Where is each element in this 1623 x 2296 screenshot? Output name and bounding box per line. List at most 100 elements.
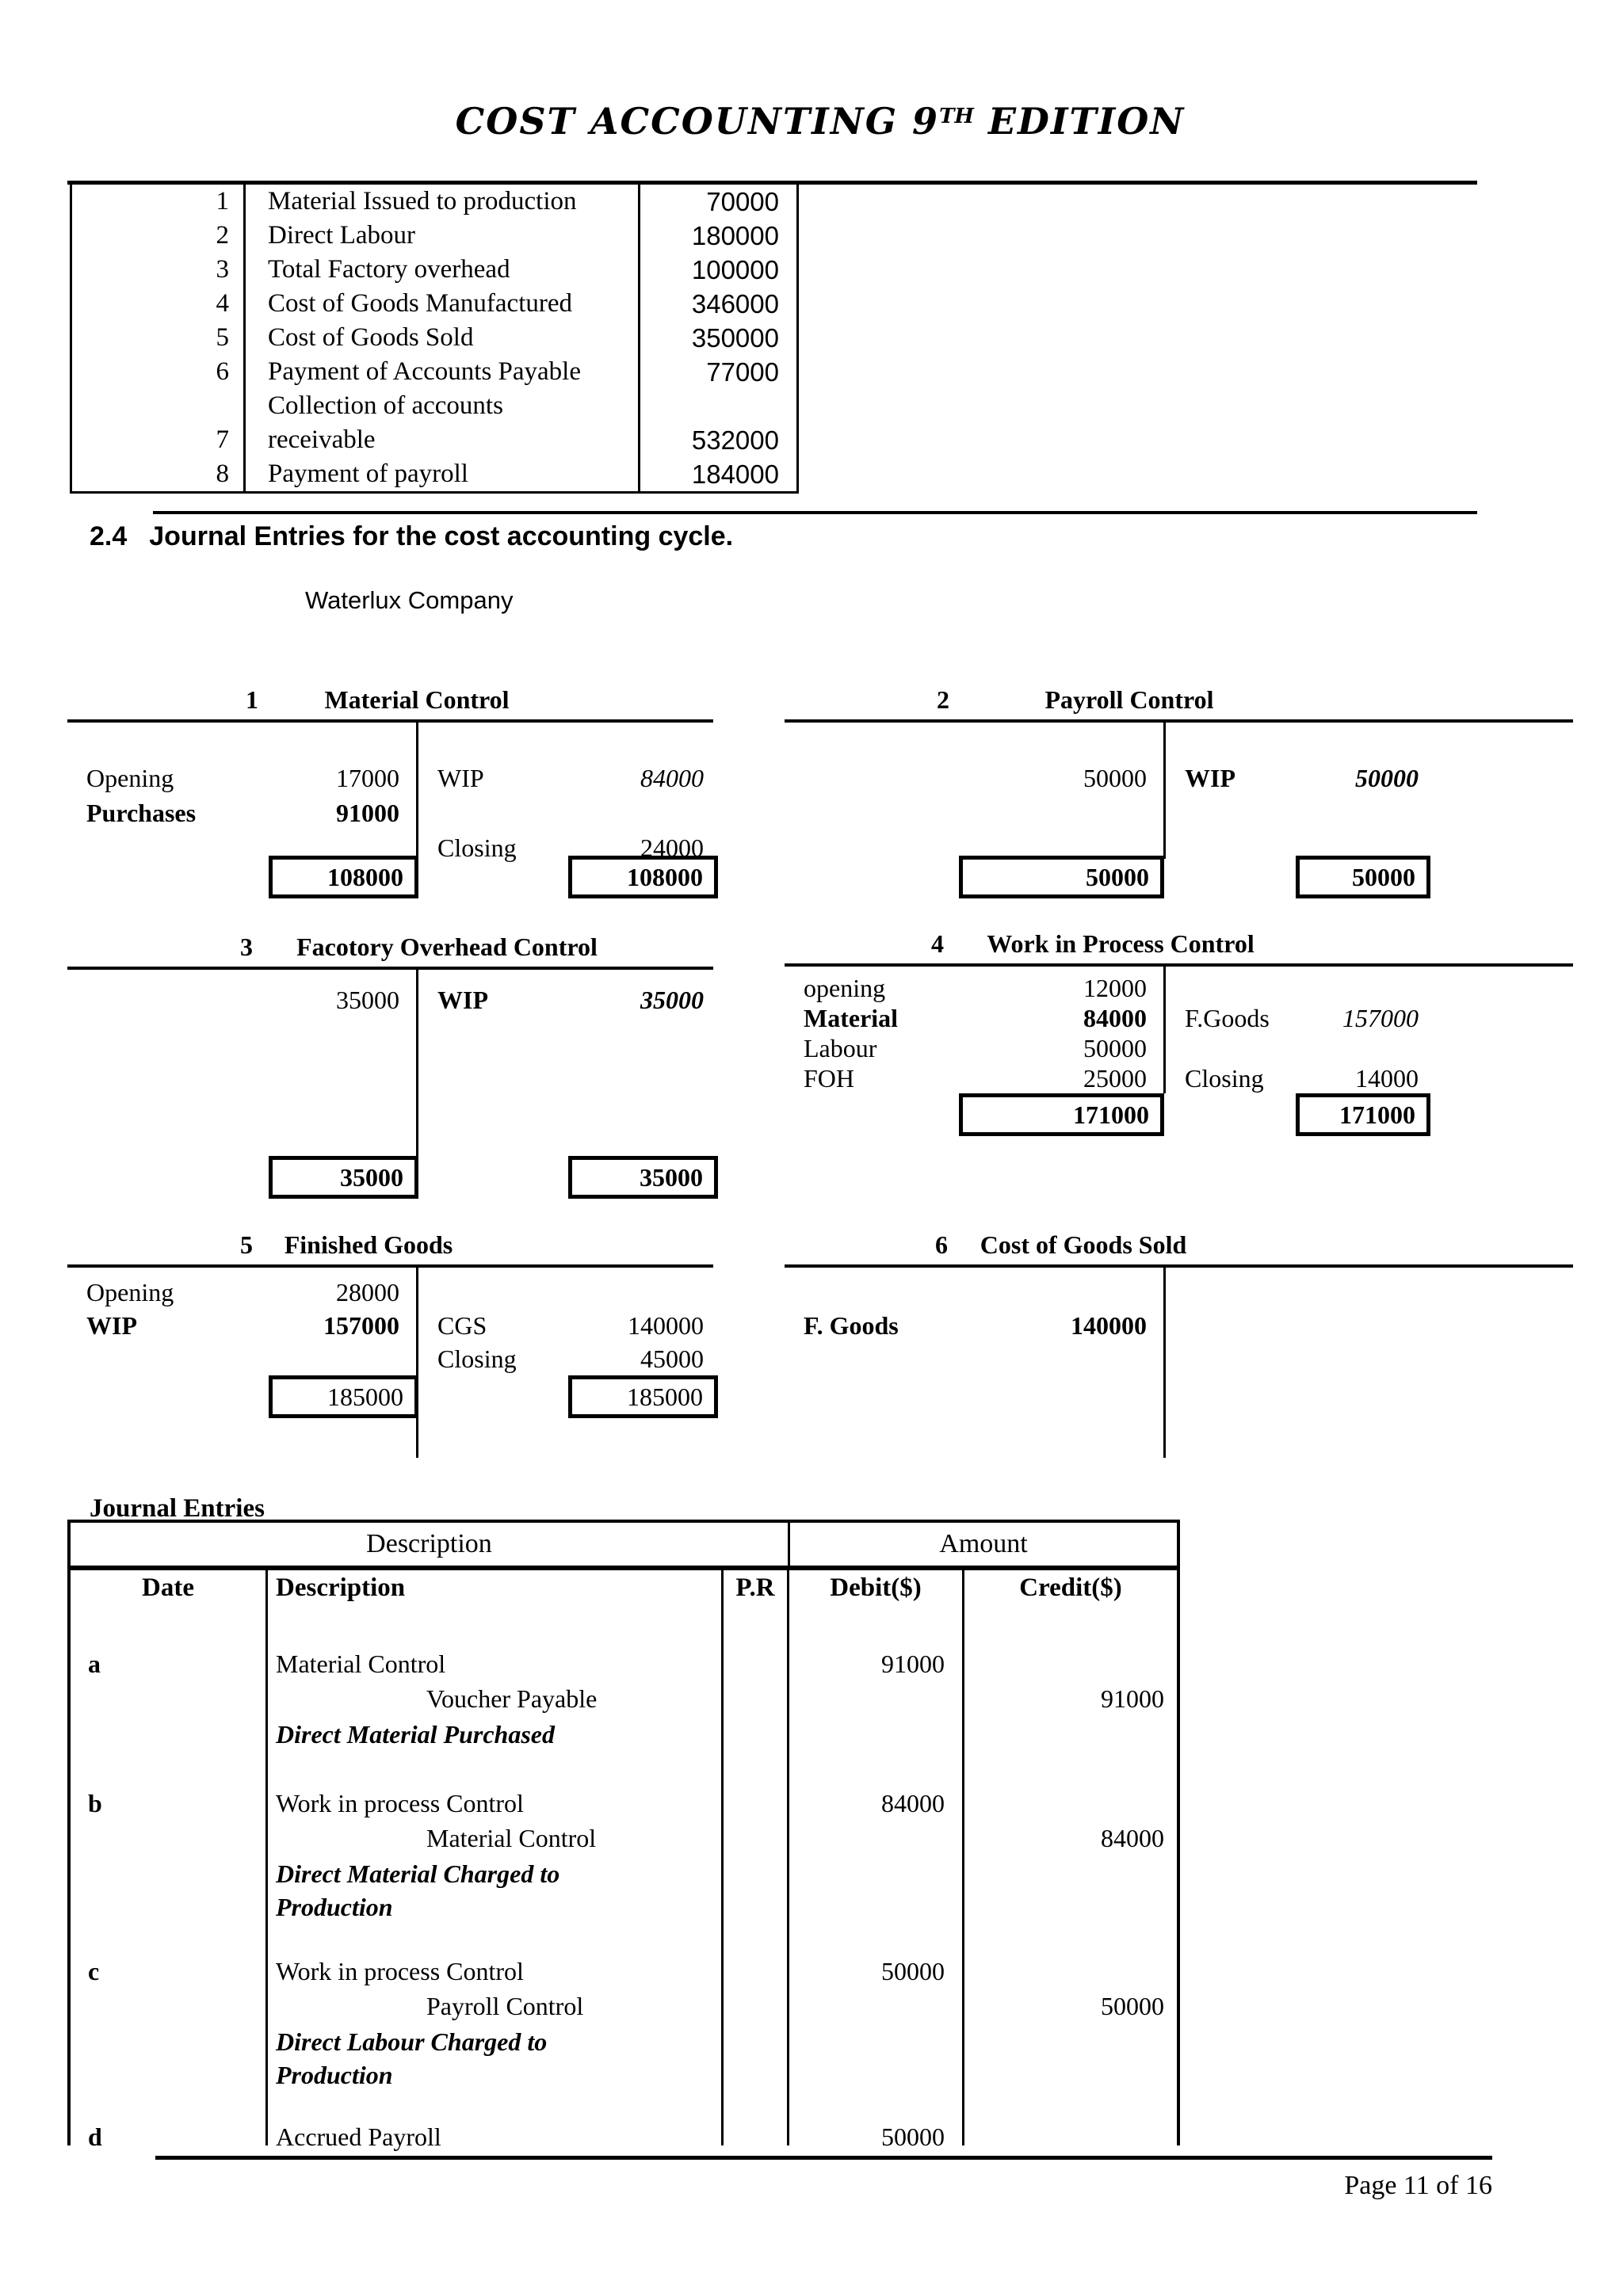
entry-pr [724, 1716, 789, 1751]
header-description: Description [268, 1570, 724, 1646]
entry-credit-amount: 50000 [1101, 1992, 1164, 2020]
row-number: 5 [72, 321, 246, 355]
entry-pr [724, 1786, 789, 1821]
t-account-number: 1 [246, 685, 258, 714]
summary-row: 4 Cost of Goods Manufactured 346000 [72, 287, 796, 321]
entry-label: Labour [804, 1034, 877, 1062]
row-description: Material Issued to production [246, 185, 640, 219]
entry-amount: 14000 [1355, 1064, 1419, 1093]
header-debit: Debit($) [789, 1570, 964, 1646]
entry-note: Direct Material Purchased [276, 1720, 555, 1749]
t-account-title: Finished Goods [284, 1230, 453, 1259]
entry-label: Opening [86, 764, 174, 792]
entry-amount: 25000 [1083, 1064, 1147, 1093]
row-amount [640, 389, 796, 423]
entry-credit-amount [964, 2122, 1177, 2145]
journal-entries-label: Journal Entries [90, 1494, 265, 1523]
t-account-title: Facotory Overhead Control [296, 933, 598, 961]
t-account-total-box: 35000 [568, 1156, 718, 1199]
total-amount: 35000 [340, 1163, 403, 1192]
journal-header-columns: Date Description P.R Debit($) Credit($) [71, 1570, 1177, 1646]
entry-amount: 84000 [1083, 1004, 1147, 1032]
t-account-number: 3 [240, 933, 253, 961]
t-account-total-box: 108000 [269, 856, 418, 898]
summary-row: 2 Direct Labour 180000 [72, 219, 796, 253]
entry-pr [724, 1821, 789, 1855]
t-account-total-box: 171000 [1296, 1093, 1430, 1136]
entry-credit-amount [964, 2023, 1177, 2093]
page-title-text-2: EDITION [973, 100, 1186, 143]
entry-letter [71, 1855, 268, 1925]
header-amount-group: Amount [939, 1529, 1028, 1558]
entry-debit-amount: 50000 [789, 1954, 964, 1989]
summary-row: 8 Payment of payroll 184000 [72, 457, 796, 491]
journal-entry-line: Material Control 84000 [71, 1821, 1177, 1855]
section-number: 2.4 [90, 521, 128, 551]
entry-amount: 91000 [336, 799, 399, 827]
entry-pr [724, 1989, 789, 2023]
journal-entry-line: b Work in process Control 84000 [71, 1786, 1177, 1821]
entry-credit-amount [964, 1646, 1177, 1681]
journal-entry-line: Direct Material Purchased [71, 1716, 1177, 1751]
entry-amount: 140000 [628, 1311, 704, 1340]
page-title: COST ACCOUNTING 9TH EDITION [444, 100, 1197, 143]
entry-amount: 45000 [640, 1344, 704, 1373]
entry-letter [71, 1821, 268, 1855]
entry-pr [724, 1855, 789, 1925]
row-number: 6 [72, 355, 246, 389]
summary-row: 3 Total Factory overhead 100000 [72, 253, 796, 287]
entry-label: CGS [437, 1311, 487, 1340]
entry-debit-amount [789, 1855, 964, 1925]
entry-credit-amount [964, 1786, 1177, 1821]
journal-entry-line: a Material Control 91000 [71, 1646, 1177, 1681]
row-description: Direct Labour [246, 219, 640, 253]
header-pr: P.R [724, 1570, 789, 1646]
entry-credit-amount [964, 1855, 1177, 1925]
t-account-number: 5 [240, 1230, 253, 1259]
row-description: Payment of payroll [246, 457, 640, 491]
entry-letter [71, 1681, 268, 1716]
row-amount: 77000 [706, 357, 779, 387]
entry-label: F.Goods [1185, 1004, 1270, 1032]
row-number: 1 [72, 185, 246, 219]
t-account-total-box: 108000 [568, 856, 718, 898]
entry-letter: b [71, 1786, 268, 1821]
t-account-total-box: 50000 [1296, 856, 1430, 898]
entry-amount: 12000 [1083, 974, 1147, 1002]
entry-letter: a [71, 1646, 268, 1681]
t-account-title: Work in Process Control [987, 929, 1254, 958]
entry-debit-amount [789, 1681, 964, 1716]
row-amount: 180000 [691, 221, 779, 250]
entry-credit-amount: 91000 [1101, 1684, 1164, 1713]
row-number: 2 [72, 219, 246, 253]
entry-pr [724, 1954, 789, 1989]
journal-entry-line: Payroll Control 50000 [71, 1989, 1177, 2023]
t-account-total-box: 50000 [959, 856, 1164, 898]
journal-entry-line: c Work in process Control 50000 [71, 1954, 1177, 1989]
entry-letter: d [71, 2122, 268, 2151]
journal-entry-line: Direct Labour Charged to Production [71, 2023, 1177, 2093]
row-amount: 350000 [691, 323, 779, 353]
header-description-group: Description [71, 1523, 790, 1566]
entry-label: Closing [437, 1344, 517, 1373]
t-account-row [785, 1276, 1573, 1309]
total-amount: 35000 [640, 1163, 703, 1192]
top-rule [67, 181, 1477, 185]
entry-debit-amount: 84000 [789, 1786, 964, 1821]
entry-label: Opening [86, 1278, 174, 1306]
summary-row: 1 Material Issued to production 70000 [72, 185, 796, 219]
row-description: Collection of accounts [246, 389, 640, 423]
row-amount: 532000 [691, 425, 779, 455]
row-number: 3 [72, 253, 246, 287]
entry-credit-amount: 84000 [1101, 1824, 1164, 1852]
journal-header-groups: Description Amount [71, 1523, 1177, 1570]
page-title-text: COST ACCOUNTING 9 [455, 100, 940, 143]
t-account-number: 2 [937, 685, 949, 714]
